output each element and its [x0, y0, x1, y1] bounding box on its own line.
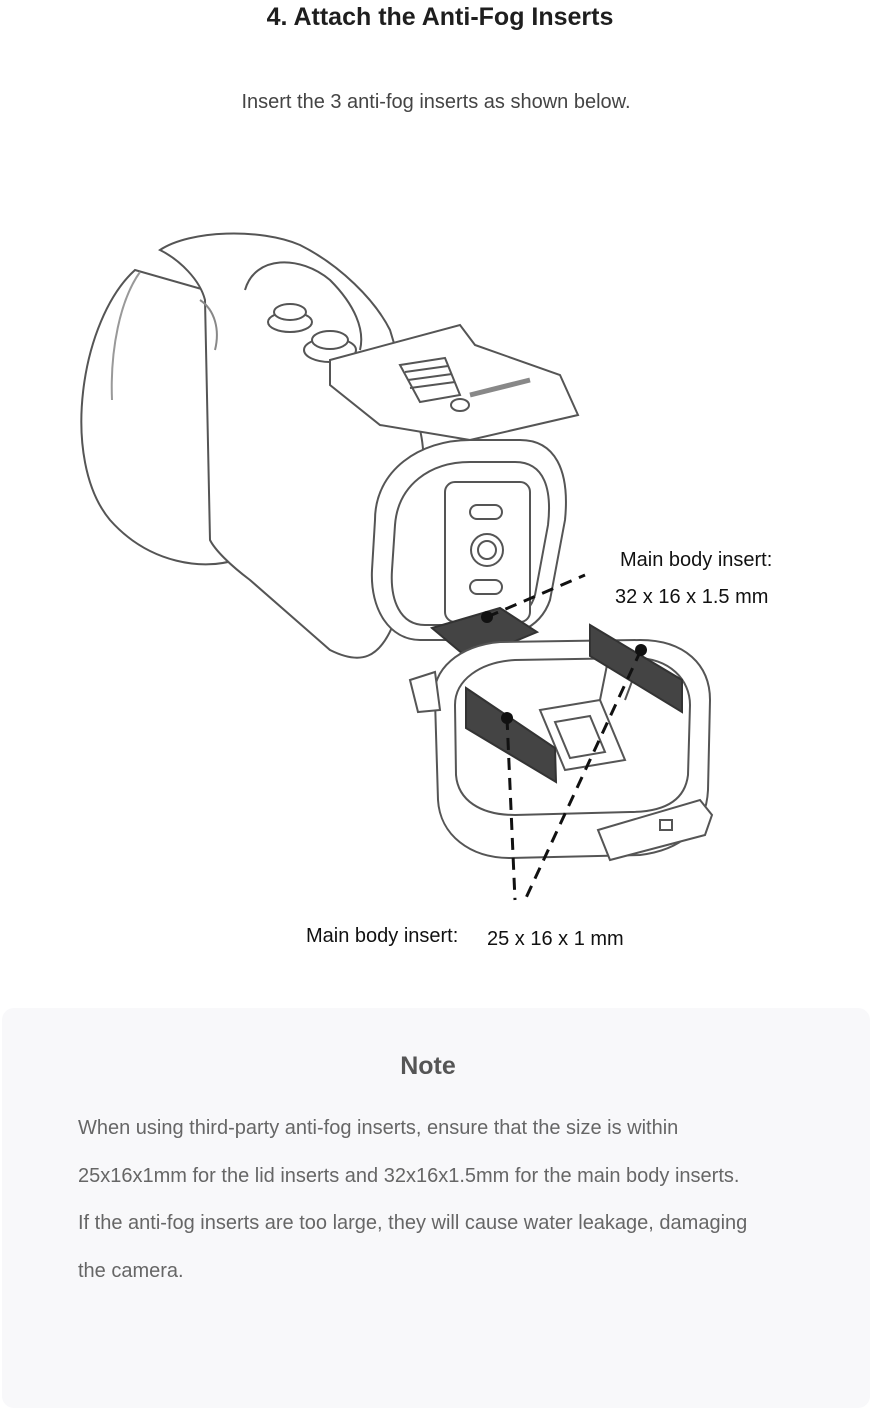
callout-top-dimensions: 32 x 16 x 1.5 mm — [615, 586, 769, 608]
page-title: 4. Attach the Anti-Fog Inserts — [266, 3, 614, 31]
camera-illustration — [80, 232, 714, 901]
callout-bottom-label: Main body insert: — [306, 925, 459, 947]
callout-dot-right — [635, 644, 647, 656]
lid-insert-left — [465, 686, 558, 784]
callout-dot-left — [501, 712, 513, 724]
callout-line-top — [486, 573, 586, 619]
callout-bottom-dimensions: 25 x 16 x 1 mm — [487, 928, 624, 950]
instruction-text: Insert the 3 anti-fog inserts as shown b… — [241, 91, 631, 113]
callout-top-label: Main body insert: — [620, 549, 773, 571]
callout-line-right — [523, 649, 643, 901]
lens-dome — [80, 268, 242, 566]
note-paragraph-1: When using third-party anti-fog inserts,… — [78, 1117, 740, 1187]
housing-lid — [433, 638, 712, 860]
note-title: Note — [400, 1052, 456, 1080]
callout-line-left — [505, 717, 517, 901]
note-paragraph-2: If the anti-fog inserts are too large, t… — [78, 1212, 748, 1282]
lid-insert-right — [589, 623, 683, 714]
main-body-insert-top — [429, 606, 540, 662]
note-panel — [2, 1008, 870, 1408]
note-body: When using third-party anti-fog inserts,… — [78, 1105, 778, 1295]
lid-tab — [596, 798, 714, 862]
callout-dot-top — [481, 611, 493, 623]
camera-screen-panel — [444, 481, 531, 623]
